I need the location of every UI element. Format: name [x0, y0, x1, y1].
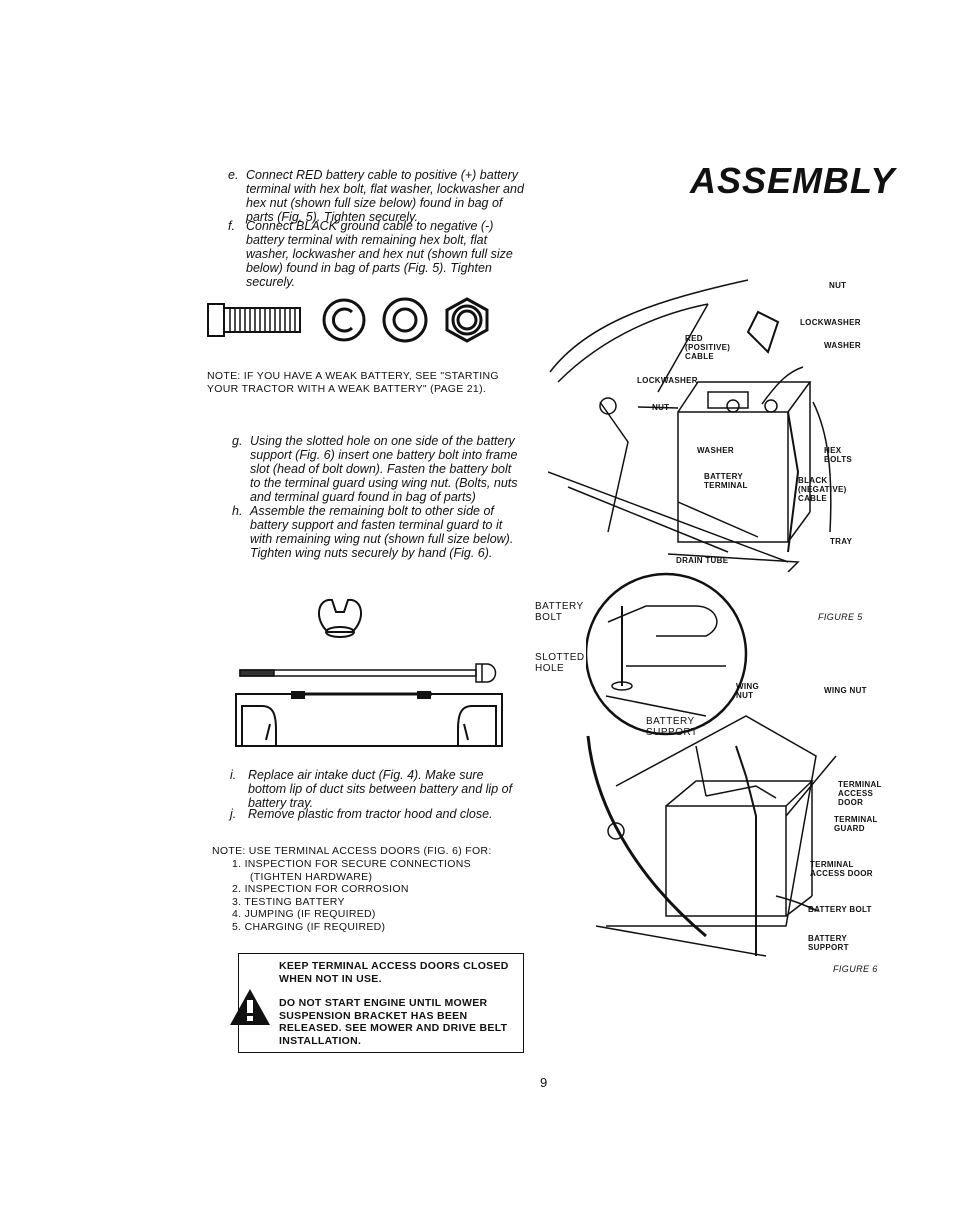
step-label: f.	[228, 219, 235, 233]
battery-bolt-icon	[239, 663, 497, 683]
label-tray: TRAY	[830, 537, 853, 546]
label-battery-support-inset: BATTERY SUPPORT	[646, 716, 698, 738]
label-hex-bolts: HEX BOLTS	[824, 446, 853, 464]
label-lockwasher-left: LOCKWASHER	[637, 376, 698, 385]
detail-inset-circle	[586, 572, 748, 736]
step-label: h.	[232, 504, 243, 518]
step-i: i. Replace air intake duct (Fig. 4). Mak…	[230, 768, 524, 810]
hardware-full-size-illustration	[207, 297, 489, 343]
hex-nut-icon	[445, 297, 489, 343]
lockwasher-icon	[322, 298, 366, 342]
label-battery-bolt: BATTERY BOLT	[808, 905, 872, 914]
step-e: e. Connect RED battery cable to positive…	[228, 168, 524, 224]
wing-nut-icon	[318, 598, 362, 638]
hex-bolt-icon	[207, 303, 301, 337]
step-text: Connect BLACK ground cable to negative (…	[246, 219, 513, 289]
terminal-access-note-heading: NOTE: USE TERMINAL ACCESS DOORS (FIG. 6)…	[212, 845, 492, 857]
figure-5-caption: FIGURE 5	[818, 612, 863, 622]
step-label: j.	[230, 807, 237, 821]
label-terminal-access-door-2: TERMINAL ACCESS DOOR	[810, 860, 873, 878]
warning-box	[238, 953, 524, 1053]
step-text: Replace air intake duct (Fig. 4). Make s…	[248, 768, 513, 810]
list-item: 4. JUMPING (IF REQUIRED)	[232, 908, 376, 920]
warning-text-doors: KEEP TERMINAL ACCESS DOORS CLOSED WHEN N…	[279, 960, 509, 985]
step-h: h. Assemble the remaining bolt to other …	[232, 504, 522, 560]
list-item: 3. TESTING BATTERY	[232, 895, 345, 908]
step-text: Assemble the remaining bolt to other sid…	[250, 504, 514, 560]
figure-5-battery-installation	[548, 279, 832, 572]
list-item: (TIGHTEN HARDWARE)	[250, 870, 373, 883]
warning-triangle-icon	[230, 989, 270, 1025]
label-red-cable: RED (POSITIVE) CABLE	[685, 334, 731, 361]
list-item: 2. INSPECTION FOR CORROSION	[232, 883, 409, 895]
step-g: g. Using the slotted hole on one side of…	[232, 434, 522, 504]
label-washer: WASHER	[697, 446, 734, 455]
list-item: 1. INSPECTION FOR SECURE CONNECTIONS	[232, 858, 471, 870]
label-slotted-hole: SLOTTED HOLE	[535, 652, 585, 674]
label-battery-support: BATTERY SUPPORT	[808, 934, 849, 952]
page-number: 9	[540, 1075, 548, 1090]
page-title: ASSEMBLY	[690, 160, 896, 201]
step-label: g.	[232, 434, 243, 448]
list-item: 5. CHARGING (IF REQUIRED)	[232, 920, 386, 933]
label-nut-top: NUT	[829, 281, 847, 290]
wing-nut-bolt-guard-illustration	[235, 598, 503, 747]
label-battery-terminal: BATTERY TERMINAL	[704, 472, 748, 490]
label-terminal-guard: TERMINAL GUARD	[834, 815, 878, 833]
warning-text-engine: DO NOT START ENGINE UNTIL MOWER SUSPENSI…	[279, 997, 508, 1047]
step-label: i.	[230, 768, 237, 782]
label-wing-nut-left: WING NUT	[736, 682, 759, 700]
flat-washer-icon	[382, 297, 428, 343]
label-washer-top: WASHER	[824, 341, 861, 350]
terminal-access-list: 1. INSPECTION FOR SECURE CONNECTIONS (TI…	[232, 858, 532, 933]
step-j: j. Remove plastic from tractor hood and …	[230, 807, 524, 821]
step-text: Remove plastic from tractor hood and clo…	[248, 807, 493, 821]
label-terminal-access-door: TERMINAL ACCESS DOOR	[838, 780, 882, 807]
label-nut-left: NUT	[652, 403, 670, 412]
figure-6-terminal-guard	[586, 572, 837, 957]
figure-6-caption: FIGURE 6	[833, 964, 878, 974]
label-black-cable: BLACK (NEGATIVE) CABLE	[798, 476, 847, 503]
label-drain-tube: DRAIN TUBE	[676, 556, 729, 565]
step-label: e.	[228, 168, 239, 182]
weak-battery-note: NOTE: IF YOU HAVE A WEAK BATTERY, SEE "S…	[207, 370, 499, 395]
label-wing-nut-right: WING NUT	[824, 686, 867, 695]
step-text: Using the slotted hole on one side of th…	[250, 434, 518, 504]
label-battery-bolt-inset: BATTERY BOLT	[535, 601, 584, 623]
step-text: Connect RED battery cable to positive (+…	[246, 168, 524, 224]
label-lockwasher-top: LOCKWASHER	[800, 318, 861, 327]
terminal-guard-icon	[235, 691, 503, 747]
step-f: f. Connect BLACK ground cable to negativ…	[228, 219, 524, 289]
